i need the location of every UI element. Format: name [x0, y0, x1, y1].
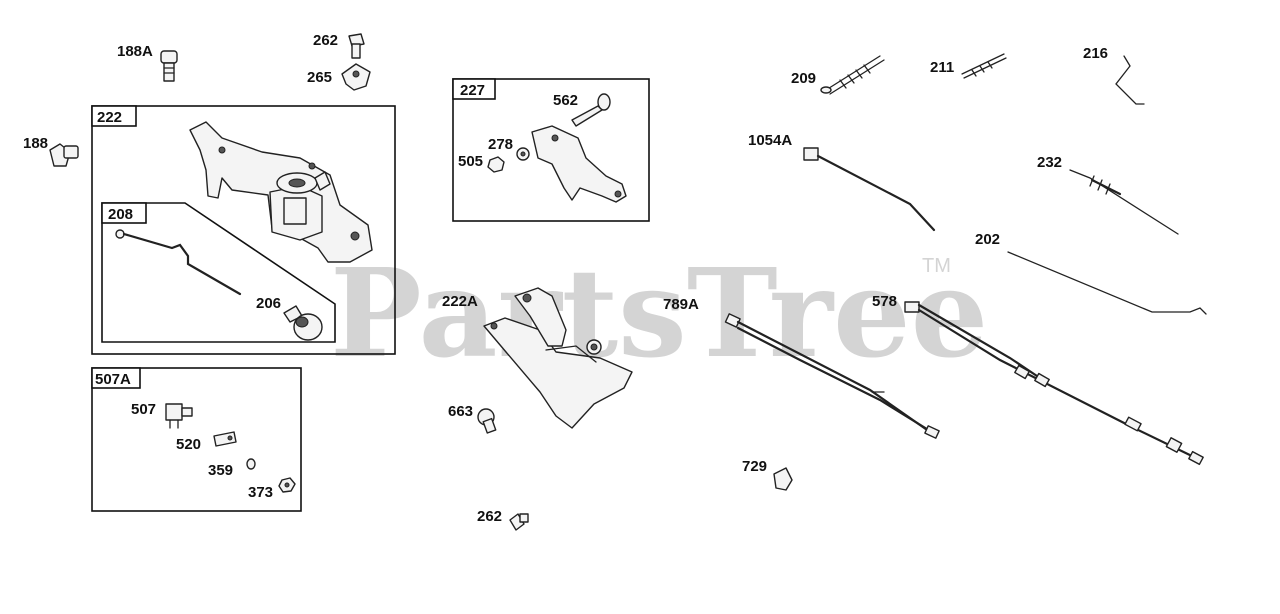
- washer-359[interactable]: [246, 458, 256, 470]
- rod-202[interactable]: [1007, 251, 1207, 315]
- callout-562[interactable]: 562: [553, 92, 578, 109]
- terminal-520[interactable]: [213, 431, 237, 447]
- callout-729[interactable]: 729: [742, 458, 767, 475]
- nut-505[interactable]: [487, 156, 505, 173]
- harness-789A[interactable]: [724, 313, 940, 439]
- bolt-262-bottom[interactable]: [509, 513, 529, 531]
- screw-188A[interactable]: [160, 50, 178, 82]
- group-227-box: [452, 78, 650, 222]
- callout-216[interactable]: 216: [1083, 45, 1108, 62]
- spring-232[interactable]: [1069, 169, 1179, 235]
- callout-278[interactable]: 278: [488, 136, 513, 153]
- group-208-box: [101, 202, 336, 343]
- callout-206[interactable]: 206: [256, 295, 281, 312]
- callout-232[interactable]: 232: [1037, 154, 1062, 171]
- callout-222A[interactable]: 222A: [442, 293, 478, 310]
- group-227-tab: [452, 78, 496, 100]
- watermark-tm: TM: [922, 255, 951, 277]
- pin-562[interactable]: [571, 93, 611, 127]
- bolt-262-top[interactable]: [348, 33, 365, 59]
- washer-278[interactable]: [516, 147, 530, 161]
- callout-188[interactable]: 188: [23, 135, 48, 152]
- callout-262-top[interactable]: 262: [313, 32, 338, 49]
- callout-505[interactable]: 505: [458, 153, 483, 170]
- callout-578[interactable]: 578: [872, 293, 897, 310]
- callout-211[interactable]: 211: [930, 59, 954, 76]
- group-507A-box: [91, 367, 302, 512]
- group-507A-label[interactable]: 507A: [95, 371, 131, 388]
- callout-262-bottom[interactable]: 262: [477, 508, 502, 525]
- harness-578[interactable]: [904, 301, 1204, 466]
- governor-link-208[interactable]: [115, 229, 242, 296]
- group-507A-tab: [91, 367, 141, 389]
- callout-789A[interactable]: 789A: [663, 296, 699, 313]
- group-208-tab: [101, 202, 147, 224]
- group-222-box: [91, 105, 396, 355]
- control-plate-222A[interactable]: [483, 287, 633, 429]
- clip-729[interactable]: [773, 467, 793, 491]
- screw-188[interactable]: [49, 143, 79, 167]
- knob-206[interactable]: [283, 305, 323, 341]
- group-222-tab: [91, 105, 137, 127]
- throttle-lever-227[interactable]: [531, 125, 627, 203]
- cable-tie-1054A[interactable]: [803, 147, 936, 232]
- screw-663[interactable]: [477, 408, 497, 434]
- watermark-text: PartsTree: [330, 241, 988, 385]
- callout-265[interactable]: 265: [307, 69, 332, 86]
- nut-373[interactable]: [278, 477, 296, 493]
- group-208-label[interactable]: 208: [108, 206, 133, 223]
- group-227-label[interactable]: 227: [460, 82, 485, 99]
- switch-507[interactable]: [165, 403, 193, 429]
- callout-663[interactable]: 663: [448, 403, 473, 420]
- callout-209[interactable]: 209: [791, 70, 816, 87]
- spring-209[interactable]: [820, 55, 885, 95]
- control-bracket-222[interactable]: [189, 121, 373, 263]
- callout-373[interactable]: 373: [248, 484, 273, 501]
- callout-1054A[interactable]: 1054A: [748, 132, 792, 149]
- clamp-265[interactable]: [341, 63, 371, 91]
- callout-202[interactable]: 202: [975, 231, 1000, 248]
- spring-211[interactable]: [961, 53, 1007, 79]
- callout-520[interactable]: 520: [176, 436, 201, 453]
- wire-rod-216[interactable]: [1115, 55, 1145, 105]
- callout-188A[interactable]: 188A: [117, 43, 153, 60]
- group-222-label[interactable]: 222: [97, 109, 122, 126]
- callout-507[interactable]: 507: [131, 401, 156, 418]
- callout-359[interactable]: 359: [208, 462, 233, 479]
